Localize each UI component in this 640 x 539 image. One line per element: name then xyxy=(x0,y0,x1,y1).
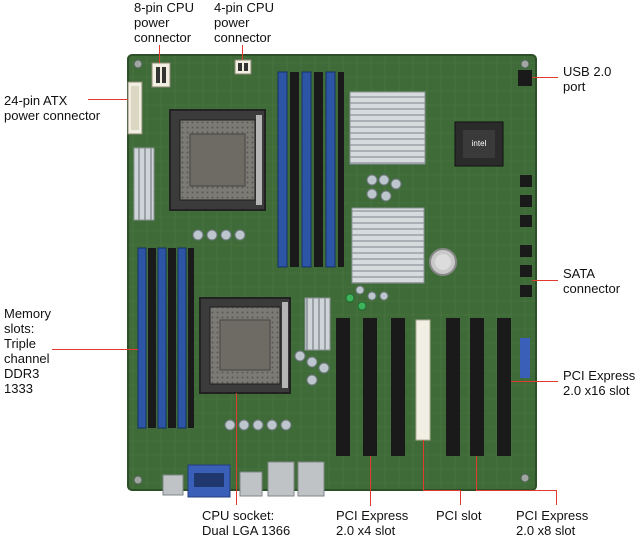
label-usb: USB 2.0 port xyxy=(563,64,612,94)
label-sata: SATA connector xyxy=(563,266,621,296)
dimm-slots-upper xyxy=(277,71,344,268)
leader-pcie4-v xyxy=(370,456,371,506)
label-cpu-socket: CPU socket: Dual LGA 1366 xyxy=(202,508,291,538)
cpu-4pin-connector xyxy=(234,59,252,75)
leader-cpu8pin xyxy=(159,45,160,63)
cpu-socket-lower xyxy=(199,297,291,394)
rear-io-panel xyxy=(162,461,325,498)
leader-atx24 xyxy=(88,99,128,100)
leader-sata xyxy=(532,280,558,281)
expansion-slots xyxy=(336,318,511,456)
sata-connectors xyxy=(520,175,532,297)
intel-chip-label: intel xyxy=(472,139,487,148)
chipset-heatsink-upper xyxy=(349,91,426,165)
leader-pcie8-v2 xyxy=(556,490,557,505)
capacitors xyxy=(192,174,402,431)
leader-cpu4pin xyxy=(242,45,243,60)
label-cpu-4pin: 4-pin CPU power connector xyxy=(214,0,274,45)
label-cpu-8pin: 8-pin CPU power connector xyxy=(134,0,194,45)
leader-pci-v2 xyxy=(460,490,461,505)
vrm-heatsink-left xyxy=(133,147,155,221)
leader-memory xyxy=(52,349,138,350)
label-pcie8: PCI Express 2.0 x8 slot xyxy=(516,508,589,538)
cpu-socket-upper xyxy=(169,109,266,211)
chipset-heatsink-lower xyxy=(351,207,425,284)
vrm-heatsink-center xyxy=(304,297,331,351)
leader-pci-h xyxy=(423,490,460,491)
cpu-8pin-connector xyxy=(151,62,171,88)
label-atx24: 24-pin ATX power connector xyxy=(4,93,101,123)
label-pcie4: PCI Express 2.0 x4 slot xyxy=(336,508,409,538)
label-pci: PCI slot xyxy=(436,508,482,523)
leader-usb xyxy=(532,77,558,78)
dimm-slots-lower xyxy=(137,247,194,429)
label-pcie16: PCI Express 2.0 x16 slot xyxy=(563,368,636,398)
leader-pcie8-v xyxy=(476,456,477,490)
intel-chip xyxy=(454,121,504,167)
leader-pcie8-h xyxy=(476,490,556,491)
leader-pcie16 xyxy=(511,381,558,382)
leader-cpu-socket xyxy=(236,393,237,505)
usb-port-header xyxy=(518,70,532,86)
leader-pci-v xyxy=(423,440,424,490)
label-memory: Memory slots: Triple channel DDR3 1333 xyxy=(4,306,51,396)
